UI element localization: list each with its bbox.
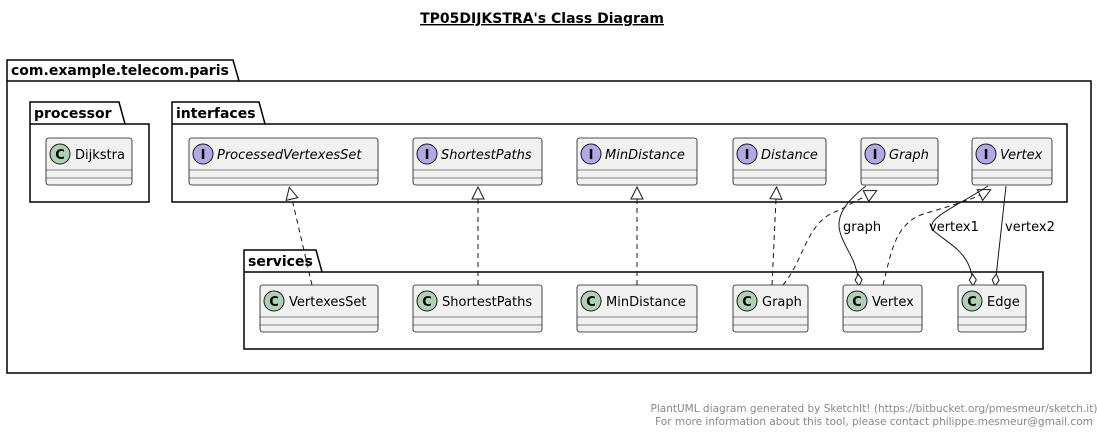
interface-shortestpaths[interactable]: I ShortestPaths [412, 137, 543, 186]
interface-name-mindistance: MinDistance [605, 148, 685, 163]
class-stereotype-letter: C [55, 148, 65, 163]
interface-distance[interactable]: I Distance [732, 137, 827, 186]
class-name-edge: Edge [987, 295, 1020, 310]
class-stereotype-letter: C [852, 295, 862, 310]
interface-name-vertex: Vertex [1000, 148, 1043, 163]
class-name-vertexesset: VertexesSet [289, 295, 367, 310]
interface-stereotype-icon [736, 143, 758, 165]
realization-vertexesset-processedvertexesset [292, 199, 313, 286]
association-label-graph: graph [843, 220, 881, 235]
interface-vertex[interactable]: I Vertex [971, 137, 1053, 186]
interface-stereotype-letter: I [425, 148, 430, 163]
package-root-label: com.example.telecom.paris [11, 63, 229, 79]
interface-stereotype-letter: I [589, 148, 594, 163]
interface-processedvertexesset[interactable]: I ProcessedVertexesSet [188, 137, 379, 186]
class-stereotype-icon [846, 290, 868, 312]
realization-vertex-vertex [882, 195, 980, 286]
class-stereotype-letter: C [269, 295, 279, 310]
interface-stereotype-icon [192, 143, 214, 165]
class-stereotype-letter: C [422, 295, 432, 310]
interface-stereotype-icon [864, 143, 886, 165]
association-label-vertex1: vertex1 [929, 220, 979, 235]
association-lines [838, 185, 1007, 287]
class-name-graph: Graph [762, 295, 802, 310]
interface-mindistance[interactable]: I MinDistance [576, 137, 698, 186]
interface-stereotype-letter: I [984, 148, 989, 163]
class-name-shortestpaths: ShortestPaths [442, 295, 532, 310]
class-shortestpaths[interactable]: C ShortestPaths [412, 284, 543, 333]
class-dijkstra[interactable]: C Dijkstra [45, 137, 133, 186]
interface-name-shortestpaths: ShortestPaths [441, 148, 532, 163]
association-label-vertex2: vertex2 [1005, 220, 1055, 235]
interface-stereotype-icon [975, 143, 997, 165]
class-stereotype-icon [49, 143, 71, 165]
class-name-mindistance: MinDistance [606, 295, 686, 310]
package-services-label: services [248, 254, 313, 270]
interface-name-distance: Distance [761, 148, 818, 163]
class-name-dijkstra: Dijkstra [75, 148, 125, 163]
interface-name-processedvertexesset: ProcessedVertexesSet [217, 148, 362, 163]
interface-stereotype-letter: I [201, 148, 206, 163]
class-stereotype-icon [263, 290, 285, 312]
class-stereotype-icon [736, 290, 758, 312]
class-vertexesset[interactable]: C VertexesSet [259, 284, 379, 333]
interface-stereotype-letter: I [745, 148, 750, 163]
realization-graph-graph [782, 196, 866, 286]
interface-stereotype-icon [580, 143, 602, 165]
interface-name-graph: Graph [889, 148, 929, 163]
class-stereotype-letter: C [586, 295, 596, 310]
footer-line-1: PlantUML diagram generated by SketchIt! … [651, 403, 1097, 415]
package-processor-label: processor [34, 106, 112, 122]
association-edge-vertex1 [931, 185, 989, 287]
footer-line-2: For more information about this tool, pl… [655, 416, 1093, 428]
class-stereotype-letter: C [967, 295, 977, 310]
realization-arrows [292, 195, 980, 286]
class-stereotype-icon [416, 290, 438, 312]
interface-stereotype-icon [416, 143, 438, 165]
class-stereotype-icon [580, 290, 602, 312]
class-mindistance[interactable]: C MinDistance [576, 284, 698, 333]
association-vertex-graph [838, 185, 867, 287]
class-edge[interactable]: C Edge [957, 284, 1027, 333]
interface-stereotype-letter: I [873, 148, 878, 163]
class-stereotype-icon [961, 290, 983, 312]
association-edge-vertex2 [991, 185, 1007, 287]
diagram-title: TP05DIJKSTRA's Class Diagram [420, 11, 664, 27]
package-interfaces-label: interfaces [176, 106, 256, 122]
class-name-vertex: Vertex [872, 295, 914, 310]
class-stereotype-letter: C [742, 295, 752, 310]
class-graph[interactable]: C Graph [732, 284, 809, 333]
class-vertex[interactable]: C Vertex [842, 284, 923, 333]
interface-graph[interactable]: I Graph [860, 137, 939, 186]
